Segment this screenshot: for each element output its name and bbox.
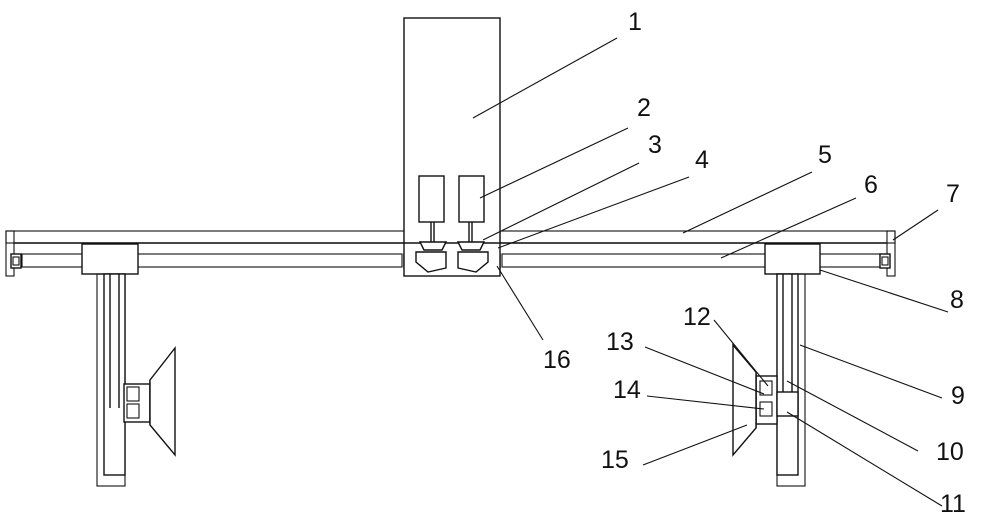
leader-lines [472,37,949,507]
label-9: 9 [951,382,965,410]
leg-left [96,273,126,487]
label-8: 8 [950,286,964,314]
top-frame [5,230,896,277]
leg-right [776,273,806,487]
bearing-left-end [10,253,22,269]
lead-screw-left [21,253,403,268]
label-12: 12 [683,303,711,331]
lead-screw-right [501,253,881,268]
speaker-assembly-left [123,345,176,457]
label-1: 1 [628,8,642,36]
slider-right [764,243,821,275]
label-3: 3 [648,131,662,159]
label-14: 14 [613,376,641,404]
motor-housing [403,17,501,277]
bearing-right-end [879,253,891,269]
slider-left [81,243,139,275]
motor-right [458,175,485,242]
label-6: 6 [864,171,878,199]
label-15: 15 [601,446,629,474]
bevel-gear-lower-left [415,251,447,273]
label-13: 13 [606,328,634,356]
bevel-gear-lower-right [457,251,489,273]
label-11: 11 [940,490,966,518]
label-16: 16 [543,346,571,374]
motor-left [418,175,445,242]
bevel-gear-upper-right [456,241,486,251]
part-labels: 1 2 3 4 5 6 7 8 9 10 11 12 13 14 15 16 [543,8,966,518]
label-10: 10 [936,438,964,466]
label-4: 4 [695,146,709,174]
bevel-gear-upper-left [418,241,448,251]
label-2: 2 [637,94,651,122]
label-5: 5 [818,141,832,169]
speaker-assembly-right [732,343,799,457]
label-7: 7 [946,180,960,208]
